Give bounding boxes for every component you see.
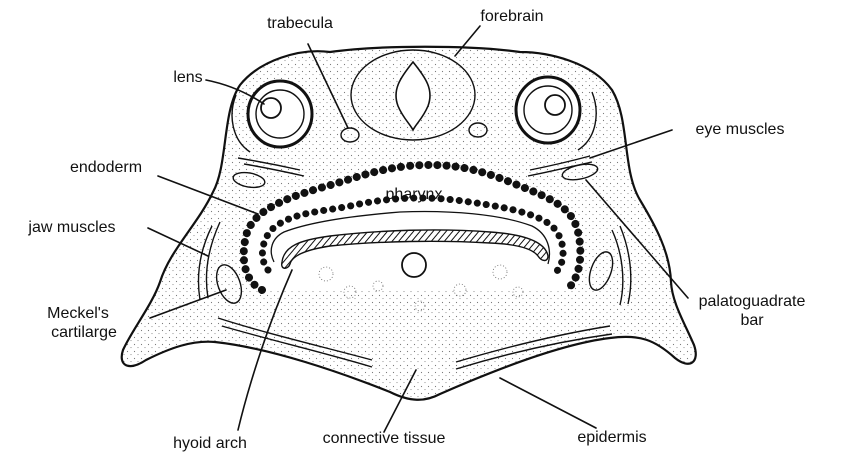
label-epidermis: epidermis xyxy=(577,429,646,446)
label-eye-muscles: eye muscles xyxy=(696,121,785,138)
label-palatoquadrate: palatoguadrate xyxy=(699,293,806,310)
label-trabecula: trabecula xyxy=(267,15,333,32)
label-pharynx: pharynx xyxy=(386,186,443,203)
notochord xyxy=(402,253,426,277)
label-connective-tissue: connective tissue xyxy=(323,430,446,447)
label-jaw-muscles: jaw muscles xyxy=(27,219,115,236)
left-lens xyxy=(261,98,281,118)
label-lens: lens xyxy=(173,69,202,86)
label-cartilage: cartilarge xyxy=(51,324,117,341)
leader-epidermis xyxy=(500,378,596,428)
label-meckels: Meckel's xyxy=(47,305,109,322)
label-forebrain: forebrain xyxy=(480,8,543,25)
label-hyoid-arch: hyoid arch xyxy=(173,435,247,452)
label-endoderm: endoderm xyxy=(70,159,142,176)
right-lens xyxy=(545,95,565,115)
label-bar: bar xyxy=(740,312,764,329)
